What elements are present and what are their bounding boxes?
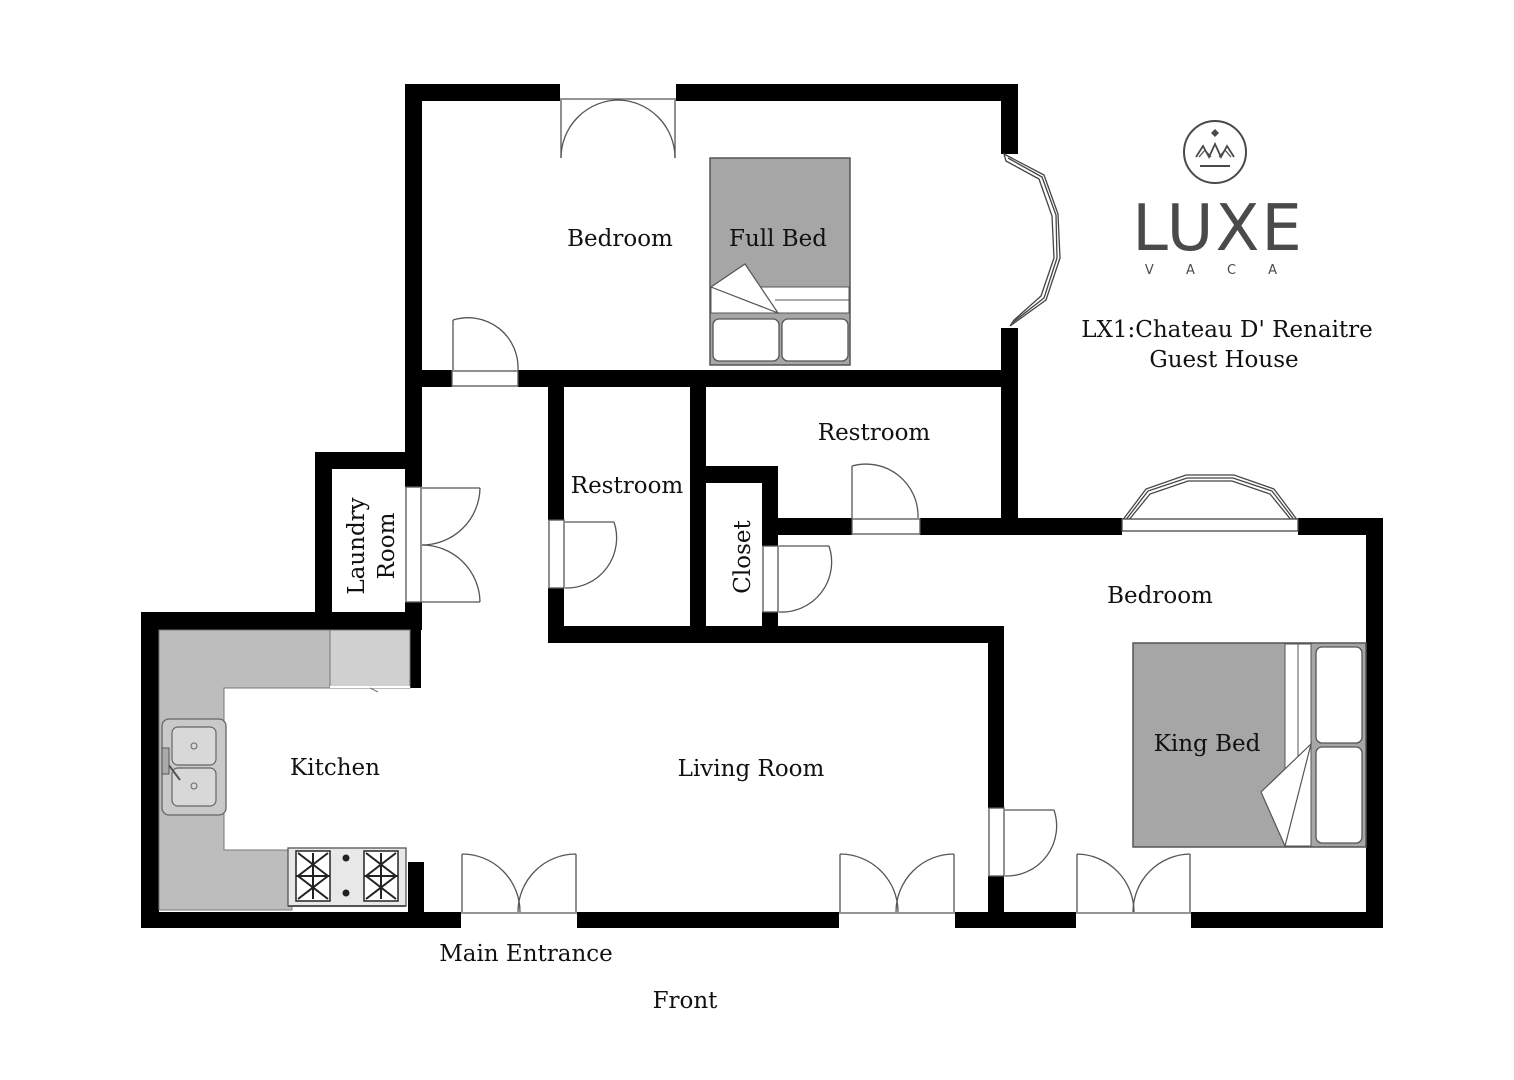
bay-windows: [1002, 152, 1300, 532]
wall: [518, 370, 1017, 387]
label-living-room: Living Room: [678, 756, 825, 782]
wall: [762, 612, 778, 642]
label-king-bed: King Bed: [1154, 731, 1261, 757]
bay-window: [1120, 474, 1300, 522]
luxe-vaca-logo: LUXE V A C A: [1132, 120, 1304, 278]
door-swing: [1132, 853, 1191, 913]
wall: [676, 84, 1017, 101]
property-title: LX1:Chateau D' Renaitre Guest House: [1081, 317, 1373, 373]
wall: [315, 612, 422, 630]
kitchen-appliance: [329, 629, 411, 689]
door-swing: [461, 853, 521, 913]
label-main-entrance: Main Entrance: [439, 941, 613, 967]
bay-window-glass: [1007, 157, 1058, 324]
wall: [1001, 84, 1018, 154]
wall: [988, 626, 1004, 808]
door-swing: [839, 853, 899, 913]
full-bed: [709, 157, 851, 366]
wall: [548, 370, 564, 520]
wall: [706, 466, 778, 483]
appliance-handle: [369, 687, 379, 693]
stove-burners-icon: [287, 847, 407, 907]
door-swing: [421, 544, 481, 603]
door-swing: [851, 463, 919, 519]
room-labels: Bedroom Full Bed Restroom Restroom Laund…: [290, 226, 1261, 1014]
wall: [1366, 518, 1383, 928]
label-bedroom-right: Bedroom: [1107, 583, 1213, 609]
walls: [141, 84, 1383, 928]
king-bed-sheet-corner: [1260, 742, 1313, 848]
wall: [141, 912, 461, 928]
door-swing: [421, 487, 481, 546]
wall: [405, 84, 560, 101]
double-sink-icon: [161, 718, 227, 816]
wall: [405, 370, 452, 387]
door-threshold: [762, 545, 779, 613]
label-front: Front: [653, 988, 719, 1014]
door-threshold: [451, 370, 519, 387]
door-swing: [560, 99, 620, 159]
door-swing: [1076, 853, 1135, 913]
bay-window: [1002, 152, 1061, 327]
window-sill: [1121, 518, 1299, 532]
wall: [1001, 328, 1018, 532]
wall: [1298, 518, 1383, 535]
wall: [920, 518, 1122, 535]
label-restroom-right: Restroom: [818, 420, 931, 446]
door-swing: [564, 521, 618, 589]
door-swing: [1004, 809, 1058, 877]
door-threshold: [851, 518, 921, 535]
label-full-bed: Full Bed: [729, 226, 827, 252]
door-swing: [452, 317, 519, 371]
wall: [141, 612, 331, 630]
full-bed-pillow: [781, 318, 849, 362]
door-threshold: [405, 486, 422, 603]
label-laundry-line2: Room: [374, 512, 400, 579]
door-swing: [517, 853, 577, 913]
king-bed-pillow: [1315, 646, 1363, 744]
bay-window-glass: [1124, 477, 1296, 522]
full-bed-pillow: [712, 318, 780, 362]
wall: [1191, 912, 1383, 928]
full-bed-sheet-corner: [709, 263, 780, 315]
label-restroom-left: Restroom: [571, 473, 684, 499]
label-bedroom-top: Bedroom: [567, 226, 673, 252]
king-bed-pillow: [1315, 746, 1363, 844]
wall: [955, 912, 1076, 928]
label-laundry-line1: Laundry: [344, 497, 370, 594]
property-name: LX1:Chateau D' Renaitre: [1081, 317, 1373, 343]
wall: [315, 452, 332, 630]
wall: [577, 912, 839, 928]
label-kitchen: Kitchen: [290, 755, 380, 781]
door-threshold: [548, 519, 565, 589]
wall: [762, 518, 852, 535]
logo-word: LUXE: [1132, 192, 1304, 266]
door-swing: [778, 545, 833, 613]
wall: [405, 452, 422, 487]
wall: [315, 452, 420, 469]
label-closet-group: Closet: [730, 520, 756, 594]
kitchen-fixtures: [158, 629, 411, 911]
label-closet: Closet: [730, 520, 756, 594]
wall: [405, 84, 422, 474]
wall: [690, 370, 706, 642]
wall: [408, 862, 424, 928]
property-type: Guest House: [1149, 347, 1298, 373]
crown-circle-icon: [1183, 120, 1247, 184]
wall: [141, 612, 159, 928]
logo-subtitle: V A C A: [1145, 263, 1291, 278]
door-swing: [616, 99, 676, 159]
label-laundry-room: Laundry Room: [344, 497, 400, 594]
door-threshold: [988, 807, 1005, 877]
door-swing: [895, 853, 955, 913]
doors: [405, 98, 1191, 914]
king-bed: [1132, 642, 1367, 848]
